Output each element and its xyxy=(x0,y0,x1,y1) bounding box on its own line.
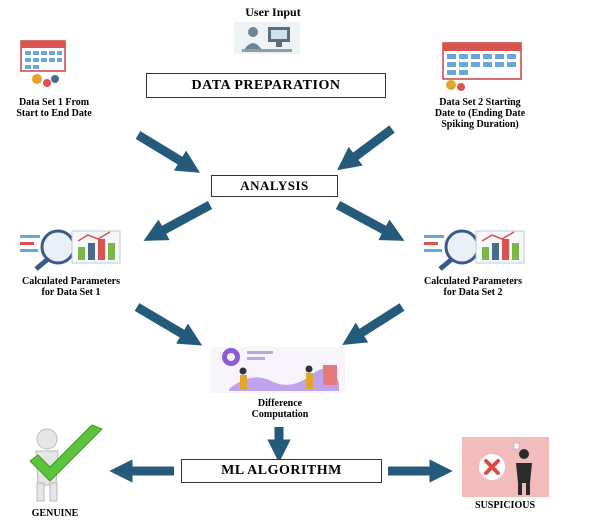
x-mark-person-icon xyxy=(462,437,549,497)
analysis-box: ANALYSIS xyxy=(211,175,338,197)
data-preparation-box: DATA PREPARATION xyxy=(146,73,386,98)
user-input-label: User Input xyxy=(245,5,301,19)
calendar-icon-dataset2 xyxy=(442,42,522,91)
params1-label: Calculated Parameters for Data Set 1 xyxy=(21,276,121,298)
magnifier-chart-icon-params2 xyxy=(424,229,525,271)
user-at-computer-icon xyxy=(234,22,300,54)
arrow-params2-to-difference xyxy=(342,303,405,346)
magnifier-chart-icon-params1 xyxy=(20,229,121,271)
arrow-params1-to-difference xyxy=(134,303,203,346)
difference-label: Difference Computation xyxy=(251,398,309,420)
dataset2-label: Data Set 2 Starting Date to (Ending Date… xyxy=(434,97,526,130)
arrow-analysis-to-params1 xyxy=(143,201,213,241)
arrow-analysis-to-params2 xyxy=(335,201,405,241)
arrow-dataset1-to-analysis xyxy=(135,131,200,173)
dataset1-label: Data Set 1 From Start to End Date xyxy=(16,97,92,119)
genuine-label: GENUINE xyxy=(31,508,79,519)
arrow-dataset2-to-analysis xyxy=(337,125,395,171)
params2-label: Calculated Parameters for Data Set 2 xyxy=(423,276,523,298)
suspicious-label: SUSPICIOUS xyxy=(474,500,536,511)
checkmark-person-icon xyxy=(29,424,103,502)
calendar-icon-dataset1 xyxy=(20,40,66,87)
dashboard-people-icon xyxy=(211,347,345,393)
ml-algorithm-box: ML ALGORITHM xyxy=(181,459,382,483)
